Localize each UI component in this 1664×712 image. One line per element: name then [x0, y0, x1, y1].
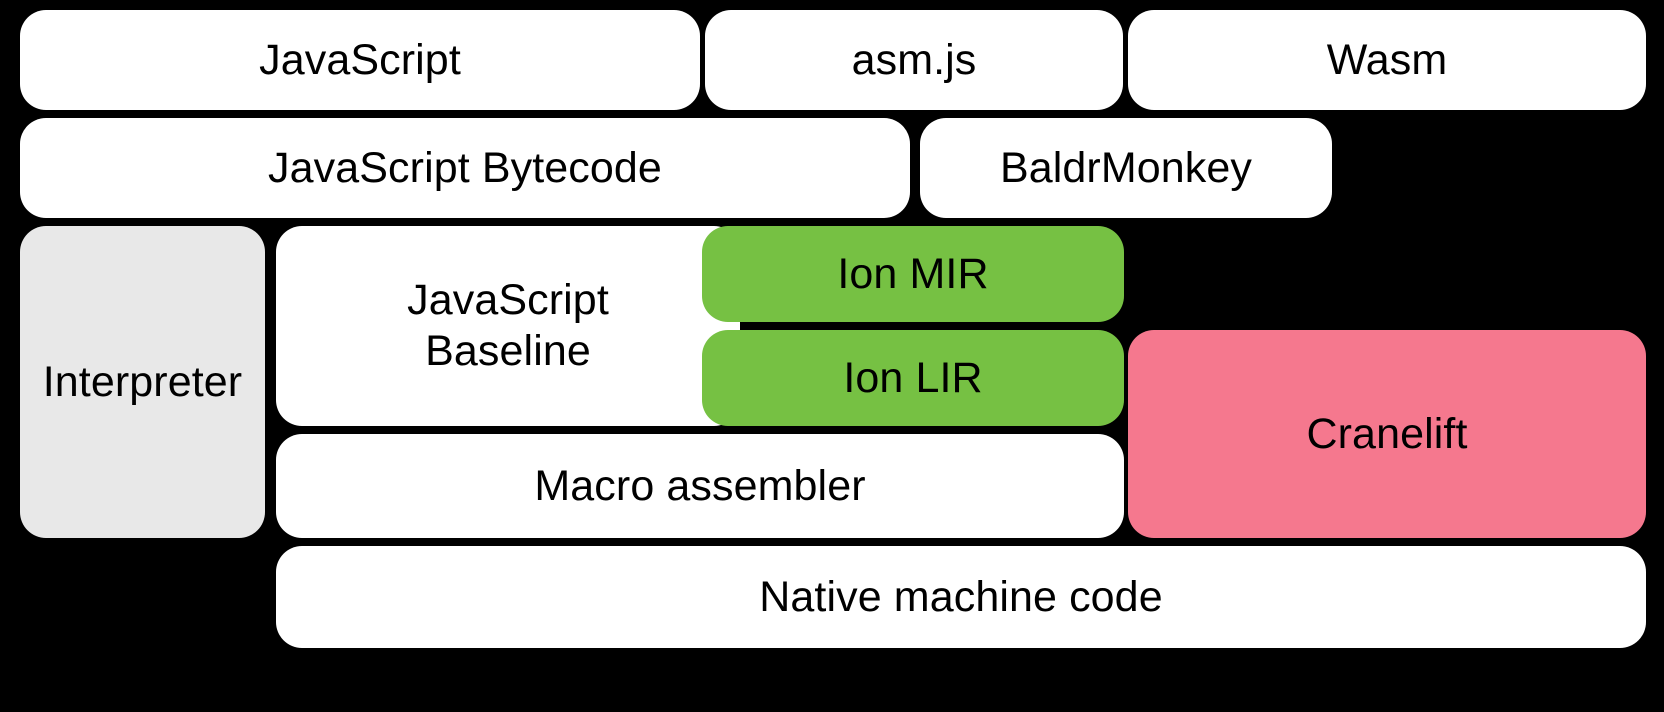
box-javascript[interactable]: JavaScript	[20, 10, 700, 110]
box-javascript-baseline[interactable]: JavaScript Baseline	[276, 226, 740, 426]
box-native-machine-code[interactable]: Native machine code	[276, 546, 1646, 648]
box-wasm[interactable]: Wasm	[1128, 10, 1646, 110]
box-baldrmonkey[interactable]: BaldrMonkey	[920, 118, 1332, 218]
box-javascript-bytecode[interactable]: JavaScript Bytecode	[20, 118, 910, 218]
box-asmjs[interactable]: asm.js	[705, 10, 1123, 110]
box-interpreter[interactable]: Interpreter	[20, 226, 265, 538]
box-macro-assembler[interactable]: Macro assembler	[276, 434, 1124, 538]
box-ion-lir[interactable]: Ion LIR	[702, 330, 1124, 426]
box-cranelift[interactable]: Cranelift	[1128, 330, 1646, 538]
box-ion-mir[interactable]: Ion MIR	[702, 226, 1124, 322]
